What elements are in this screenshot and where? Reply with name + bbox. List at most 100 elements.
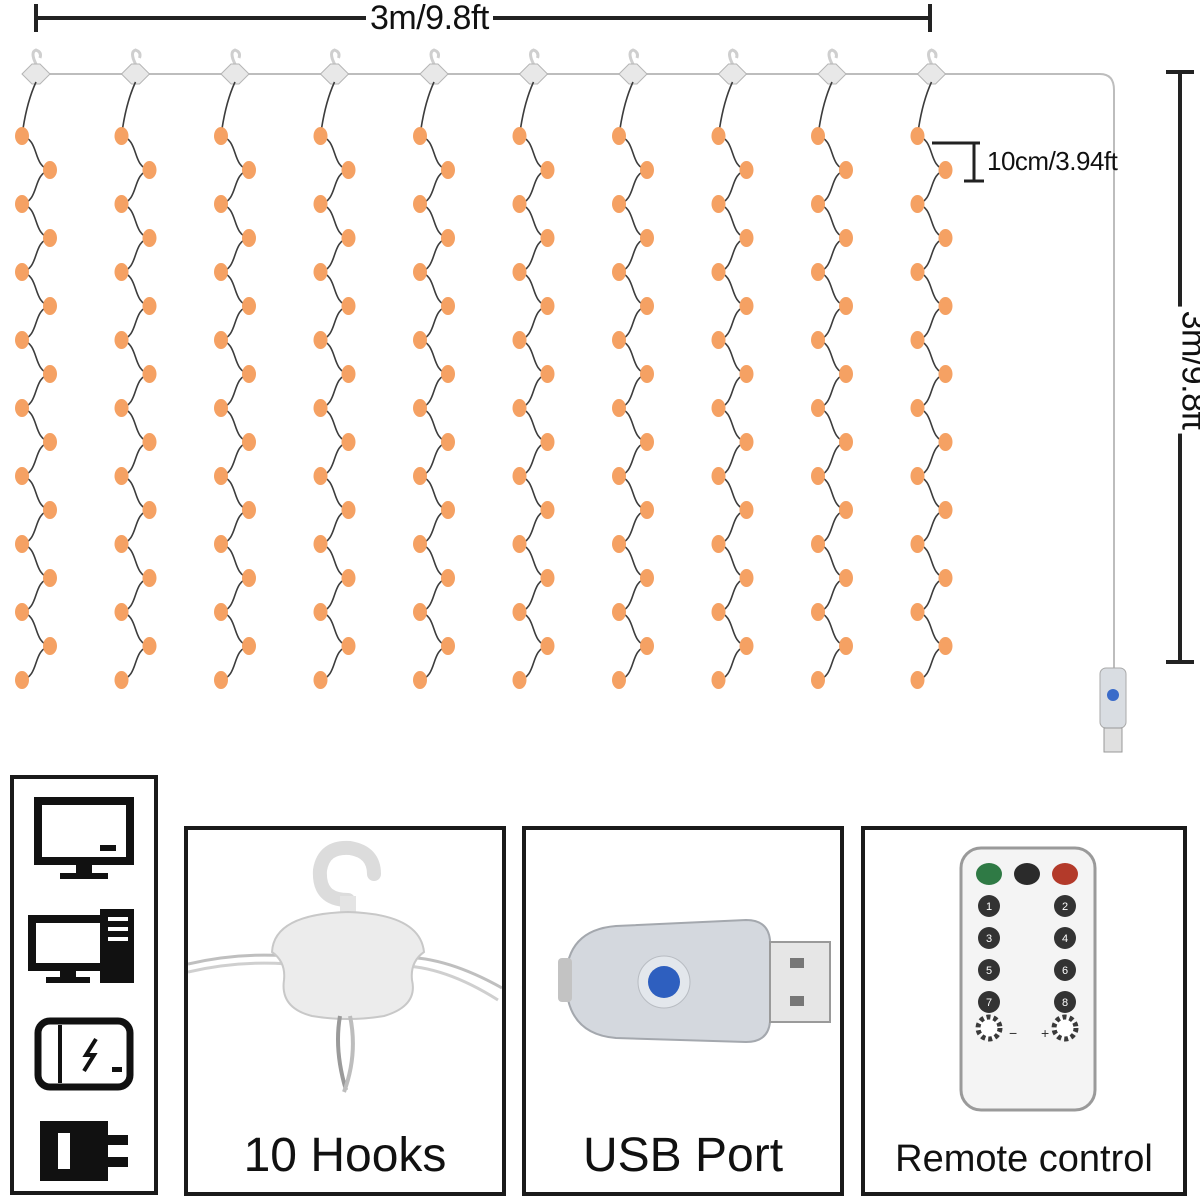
led-bulb — [512, 671, 527, 689]
led-bulb — [938, 297, 953, 315]
led-bulb — [739, 433, 754, 451]
remote-number-button — [978, 991, 1000, 1013]
led-bulb — [441, 229, 455, 247]
led-bulb — [214, 127, 228, 145]
led-bulb — [142, 501, 157, 519]
led-bulb — [242, 365, 256, 383]
led-bulb — [214, 671, 228, 689]
remote-plus-label: + — [1041, 1025, 1049, 1041]
led-bulb — [313, 127, 328, 145]
led-bulb — [242, 229, 256, 247]
led-bulb — [640, 365, 654, 383]
led-bulb — [938, 161, 953, 179]
hook — [529, 48, 540, 65]
led-bulb — [811, 467, 825, 485]
led-bulb — [711, 671, 726, 689]
led-bulb — [341, 229, 356, 247]
led-bulb — [15, 263, 29, 281]
led-bulb — [15, 127, 29, 145]
hook — [31, 48, 42, 65]
led-bulb — [811, 535, 825, 553]
led-bulb — [413, 671, 427, 689]
led-bulb — [612, 535, 626, 553]
width-label: 3m/9.8ft — [366, 0, 493, 36]
led-bulb — [910, 263, 925, 281]
led-bulb — [938, 569, 953, 587]
remote-minus-label: − — [1009, 1025, 1017, 1041]
remote-number-button — [978, 895, 1000, 917]
led-bulb — [214, 603, 228, 621]
remote-number-label: 5 — [986, 965, 992, 977]
hooks-caption: 10 Hooks — [243, 1129, 447, 1182]
remote-number-label: 1 — [986, 901, 992, 913]
hook-icon — [188, 840, 502, 1093]
led-strand — [313, 48, 356, 689]
remote-number-label: 2 — [1062, 901, 1068, 913]
remote-number-label: 7 — [986, 997, 992, 1009]
led-bulb — [341, 365, 356, 383]
led-bulb — [43, 365, 57, 383]
led-bulb — [214, 399, 228, 417]
led-bulb — [640, 501, 654, 519]
led-bulb — [540, 637, 555, 655]
led-bulb — [15, 467, 29, 485]
led-bulb — [142, 569, 157, 587]
remote-number-button — [1054, 959, 1076, 981]
led-bulb — [711, 399, 726, 417]
led-bulb — [910, 331, 925, 349]
led-bulb — [612, 331, 626, 349]
hook-connector — [916, 63, 947, 85]
led-bulb — [938, 637, 953, 655]
led-bulb — [313, 263, 328, 281]
led-bulb — [313, 467, 328, 485]
led-bulb — [612, 399, 626, 417]
led-bulb — [540, 229, 555, 247]
led-strand — [214, 48, 256, 689]
led-bulb — [341, 501, 356, 519]
hook-connector — [618, 63, 648, 85]
led-bulb — [43, 501, 57, 519]
led-bulb — [739, 501, 754, 519]
led-bulb — [242, 637, 256, 655]
led-bulb — [512, 331, 527, 349]
led-bulb — [242, 161, 256, 179]
led-bulb — [242, 297, 256, 315]
led-bulb — [839, 161, 853, 179]
led-bulb — [640, 161, 654, 179]
led-bulb — [512, 195, 527, 213]
led-strand — [114, 48, 157, 689]
led-bulb — [114, 127, 129, 145]
led-strand — [711, 48, 754, 689]
led-bulb — [413, 399, 427, 417]
hook — [827, 48, 838, 65]
led-bulb — [811, 399, 825, 417]
led-bulb — [910, 467, 925, 485]
led-bulb — [910, 671, 925, 689]
remote-number-label: 4 — [1062, 933, 1068, 945]
led-bulb — [640, 637, 654, 655]
led-bulb — [43, 637, 57, 655]
led-bulb — [711, 331, 726, 349]
led-bulb — [413, 535, 427, 553]
remote-number-label: 6 — [1062, 965, 1068, 977]
led-bulb — [640, 297, 654, 315]
wall-adapter-icon — [40, 1121, 128, 1181]
led-bulb — [612, 671, 626, 689]
led-bulb — [910, 535, 925, 553]
led-bulb — [910, 399, 925, 417]
led-bulb — [15, 195, 29, 213]
led-bulb — [43, 569, 57, 587]
led-bulb — [43, 229, 57, 247]
led-bulb — [938, 501, 953, 519]
hooks-feature-panel: 10 Hooks — [184, 826, 506, 1196]
hook — [728, 48, 739, 65]
height-label: 3m/9.8ft — [1174, 306, 1200, 434]
led-strand — [413, 48, 455, 689]
remote-number-button — [1054, 895, 1076, 917]
remote-number-label: 8 — [1062, 997, 1068, 1009]
led-bulb — [114, 399, 129, 417]
hook-connector — [817, 63, 847, 85]
led-bulb — [711, 263, 726, 281]
led-strand — [910, 48, 953, 689]
